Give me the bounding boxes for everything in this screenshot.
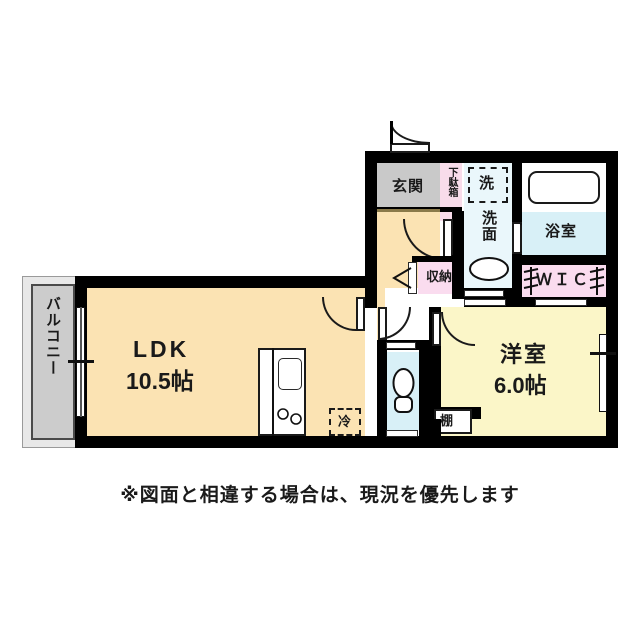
kitchen-counter-divider — [272, 348, 274, 436]
wic-hanger-rail-right-icon — [589, 267, 605, 295]
refrigerator-label: 冷 — [338, 414, 352, 429]
shelf-label: 棚 — [440, 413, 454, 428]
senmen-door-sill — [464, 290, 504, 297]
bedroom-door-leaf[interactable] — [432, 312, 441, 346]
storage-door-arrow-icon — [392, 267, 412, 289]
wic-hanger-rail-left-icon — [523, 267, 539, 295]
washer-label: 洗 — [479, 175, 496, 192]
wall-ldk-hall-connector — [365, 288, 377, 308]
ldk-title-label: LDK — [133, 336, 190, 362]
wall-ldk-top — [75, 276, 365, 288]
entrance-door-swing-arc — [390, 122, 430, 144]
toilet-door-sill — [386, 342, 416, 349]
wall-storage-top — [412, 256, 464, 262]
disclaimer-note: ※図面と相違する場合は、現況を優先します — [120, 485, 520, 506]
wall-upper-left — [365, 151, 377, 288]
bathtub-icon — [528, 171, 600, 204]
wall-upper-top — [365, 151, 618, 163]
bathroom-area — [522, 212, 606, 255]
ldk-balcony-door-tick — [68, 360, 94, 363]
getabako-area — [440, 163, 462, 221]
genkan-label: 玄関 — [392, 178, 425, 195]
wall-bath-bottom — [522, 255, 618, 265]
genkan-step-line — [377, 209, 440, 212]
wall-ldk-bottom — [75, 436, 385, 448]
kitchen-stove-burners-icon — [277, 408, 302, 425]
ldk-door-leaf[interactable] — [443, 219, 453, 259]
refrigerator-slot — [329, 408, 361, 436]
bath-door-leaf[interactable] — [512, 222, 522, 254]
storage-label: 収納 — [426, 269, 453, 284]
wall-shelf-left — [429, 419, 441, 440]
balcony-area — [31, 284, 75, 440]
bedroom-size-label: 6.0帖 — [494, 373, 547, 398]
entrance-door-hinge — [390, 121, 393, 144]
balcony-label: バルコニー — [44, 296, 61, 376]
toilet-icon — [392, 368, 415, 413]
bedroom-window-top — [464, 299, 506, 306]
washbasin-icon — [469, 257, 509, 281]
getabako-label: 下駄箱 — [446, 167, 457, 197]
ldk-size-label: 10.5帖 — [126, 368, 194, 394]
bedroom-title-label: 洋室 — [500, 342, 549, 367]
toilet-door-swing-arc — [378, 307, 411, 340]
toilet-bottom-sill — [386, 430, 418, 437]
kitchen-sink-icon — [278, 358, 302, 390]
washing-machine-slot — [468, 167, 508, 203]
bathroom-label: 浴室 — [545, 223, 578, 240]
storage-door-panel[interactable] — [408, 262, 417, 294]
wic-label: ＷＩＣ — [536, 272, 591, 289]
wic-door-sill — [535, 299, 587, 306]
wall-toilet-left — [377, 348, 387, 440]
wall-lower-right-bottom — [385, 436, 618, 448]
wall-wic-left — [452, 255, 464, 299]
ldk-room-area — [87, 288, 365, 436]
entrance-door-leaf[interactable] — [390, 143, 430, 153]
senmen-label: 洗面 — [480, 210, 497, 242]
ldk-hall-door-leaf[interactable] — [356, 297, 365, 331]
bedroom-window-right[interactable] — [599, 334, 607, 412]
bedroom-window-right-tick — [590, 352, 616, 355]
wall-toilet-right — [419, 340, 429, 440]
